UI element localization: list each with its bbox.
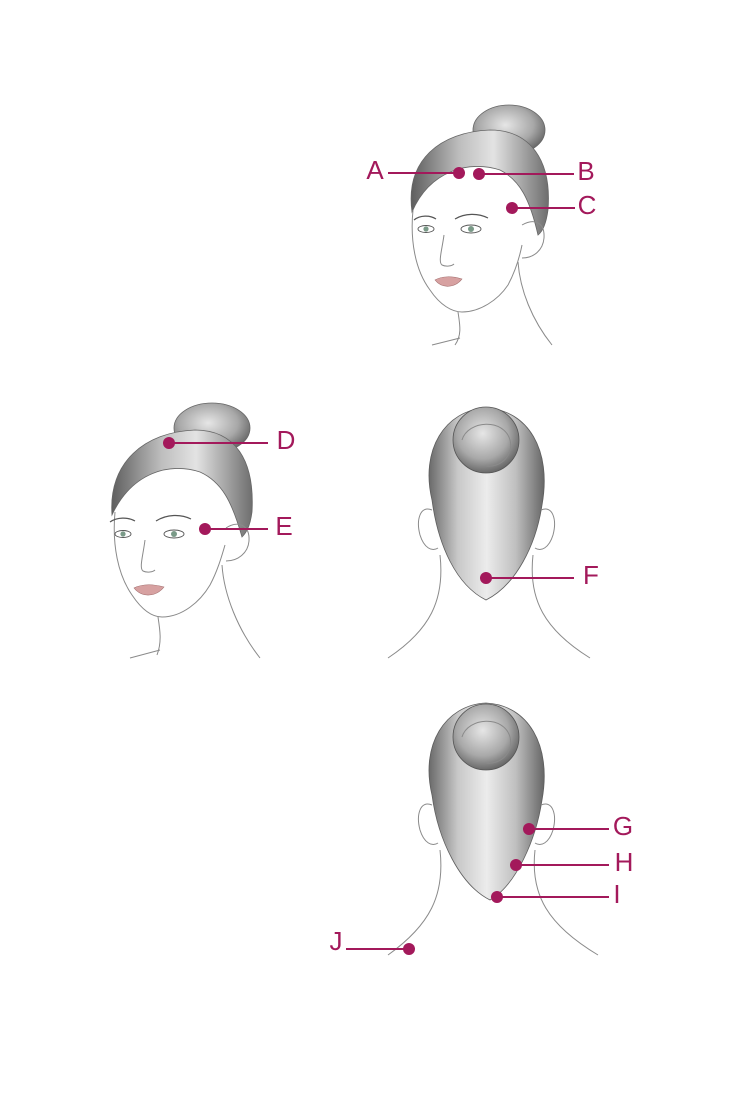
- marker-h-dot: [510, 859, 522, 871]
- front-three-quarter-view-2: [109, 402, 261, 659]
- hair-bun-swirl: [461, 423, 512, 467]
- neck-line: [454, 311, 461, 346]
- hair-bun-swirl: [461, 720, 512, 764]
- collar-line: [431, 337, 461, 346]
- marker-b-dot: [473, 168, 485, 180]
- collar-line: [129, 649, 161, 659]
- marker-i-label: I: [613, 879, 620, 909]
- eyebrow-right: [155, 514, 192, 522]
- marker-i-dot: [491, 891, 503, 903]
- iris-left: [120, 531, 126, 537]
- marker-c-label: C: [578, 190, 597, 220]
- marker-e-dot: [199, 523, 211, 535]
- marker-g-dot: [523, 823, 535, 835]
- marker-b[interactable]: B: [473, 156, 595, 186]
- marker-i[interactable]: I: [491, 879, 621, 909]
- iris-left: [423, 226, 429, 232]
- hair-bun: [452, 703, 520, 771]
- nose: [439, 234, 455, 267]
- lips: [434, 276, 463, 287]
- marker-g[interactable]: G: [523, 811, 633, 841]
- nose: [140, 539, 156, 573]
- marker-j[interactable]: J: [330, 926, 416, 956]
- marker-f-dot: [480, 572, 492, 584]
- marker-f[interactable]: F: [480, 560, 599, 590]
- ear-left: [418, 803, 439, 845]
- neck-line-right: [517, 261, 553, 346]
- hair-cap: [111, 429, 253, 538]
- face-outline: [113, 511, 226, 618]
- lips: [133, 584, 165, 596]
- neck-line-left: [387, 554, 442, 659]
- marker-g-label: G: [613, 811, 633, 841]
- marker-a-label: A: [366, 155, 384, 185]
- face-outline: [411, 209, 523, 313]
- neck-line: [156, 616, 161, 656]
- iris-right: [171, 531, 177, 537]
- marker-b-label: B: [577, 156, 594, 186]
- hair-bun: [452, 406, 520, 474]
- marker-d-label: D: [277, 425, 296, 455]
- marker-j-label: J: [330, 926, 343, 956]
- eyebrow-left: [413, 215, 437, 221]
- ear-right: [534, 508, 555, 550]
- ear: [225, 523, 250, 562]
- back-view-lower: [387, 702, 599, 956]
- eyebrow-left: [109, 517, 136, 523]
- iris-right: [468, 226, 474, 232]
- back-view-upper: [387, 406, 591, 659]
- front-three-quarter-view: [410, 104, 553, 346]
- marker-f-label: F: [583, 560, 599, 590]
- neck-line-left: [387, 849, 442, 956]
- marker-a[interactable]: A: [366, 155, 465, 185]
- eyebrow-right: [454, 213, 489, 220]
- marker-e[interactable]: E: [199, 511, 293, 541]
- hair-cap: [410, 129, 549, 236]
- marker-c[interactable]: C: [506, 190, 596, 220]
- markers: A B C D E F G: [163, 155, 633, 956]
- ear: [521, 221, 545, 259]
- marker-d[interactable]: D: [163, 425, 295, 455]
- marker-c-dot: [506, 202, 518, 214]
- marker-h[interactable]: H: [510, 847, 633, 877]
- marker-h-label: H: [615, 847, 634, 877]
- marker-j-dot: [403, 943, 415, 955]
- neck-line-right: [531, 554, 591, 659]
- marker-a-dot: [453, 167, 465, 179]
- neck-line-right: [221, 564, 261, 659]
- ear-left: [418, 508, 439, 550]
- marker-d-dot: [163, 437, 175, 449]
- marker-e-label: E: [275, 511, 292, 541]
